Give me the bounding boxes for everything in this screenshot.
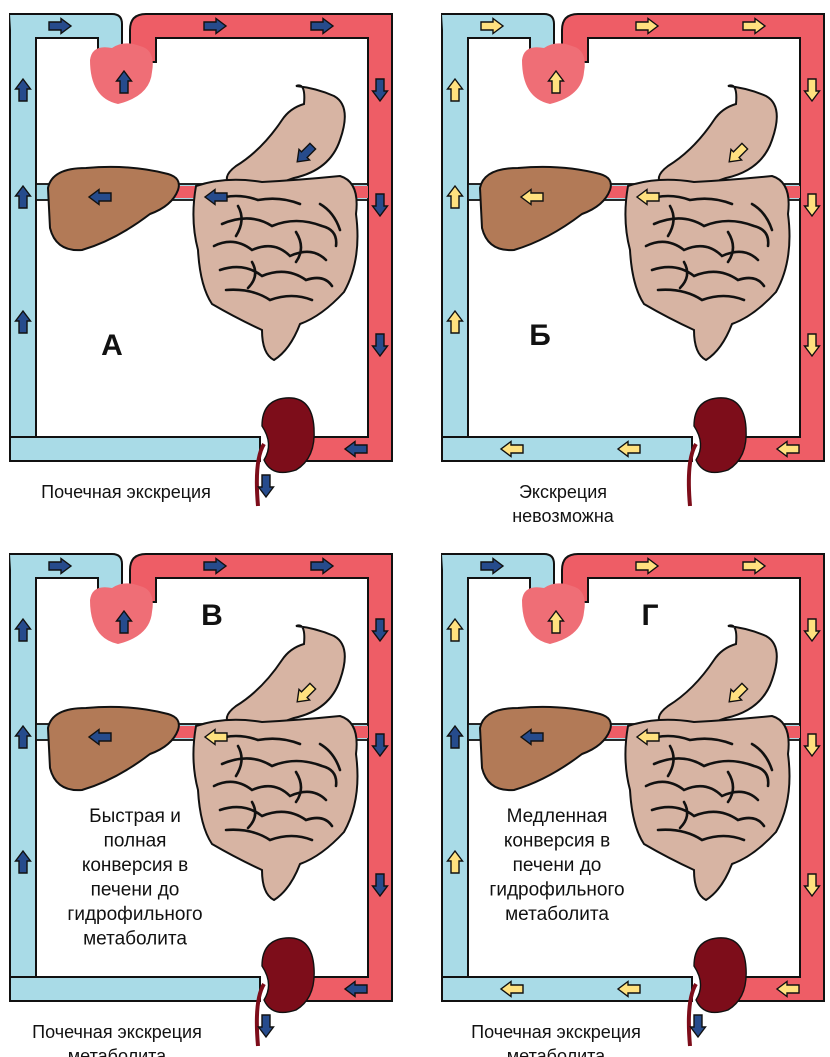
intestine-mass [625,716,789,900]
flow-arrow [259,1015,274,1037]
intestines [625,716,789,900]
caption-line: конверсия в [504,831,610,852]
flow-arrow [691,1015,706,1037]
caption-line: метаболита [83,929,187,950]
bottom-caption-line: Почечная экскреция [41,482,211,502]
caption-line: гидрофильного [489,880,624,901]
panel-4: Г Медленная конверсия в печени до гидрофильн… [442,554,824,1057]
caption-line: метаболита [505,904,609,925]
intestines [193,176,357,360]
stomach [227,625,345,727]
intestine-mass [193,716,357,900]
bottom-caption-line: Почечная экскреция [471,1022,641,1042]
caption-line: гидрофильного [67,904,202,925]
bottom-caption-line: метаболита [507,1046,606,1057]
stomach [227,85,345,187]
kidney [694,398,746,473]
caption-line: печени до [513,855,602,876]
panel-letter: Г [641,599,658,632]
caption-line: Быстрая и [89,806,181,827]
stomach [659,85,777,187]
intestine-mass [625,176,789,360]
liver [48,707,179,790]
panel-letter: В [201,599,223,632]
caption-line: полная [104,831,167,852]
stomach [659,625,777,727]
kidney [694,938,746,1013]
caption-line: Медленная [507,806,608,827]
panel-letter: Б [529,319,551,352]
liver [480,167,611,250]
liver [48,167,179,250]
panel-1: А Почечная экскреция [10,14,392,506]
bottom-caption-line: Почечная экскреция [32,1022,202,1042]
caption-line: печени до [91,880,180,901]
panel-letter: А [101,329,123,362]
panel-3: В Быстрая и полная конверсия в печени до гидр… [10,554,392,1057]
bottom-caption-line: невозможна [512,506,615,526]
intestine-mass [193,176,357,360]
kidney [262,398,314,473]
caption-line: конверсия в [82,855,188,876]
flow-arrow [259,475,274,497]
intestines [193,716,357,900]
bottom-caption-line: Экскреция [519,482,607,502]
intestines [625,176,789,360]
bottom-caption-line: метаболита [68,1046,167,1057]
panel-2: Б Экскреция невозможна [442,14,824,526]
kidney [262,938,314,1013]
liver [480,707,611,790]
